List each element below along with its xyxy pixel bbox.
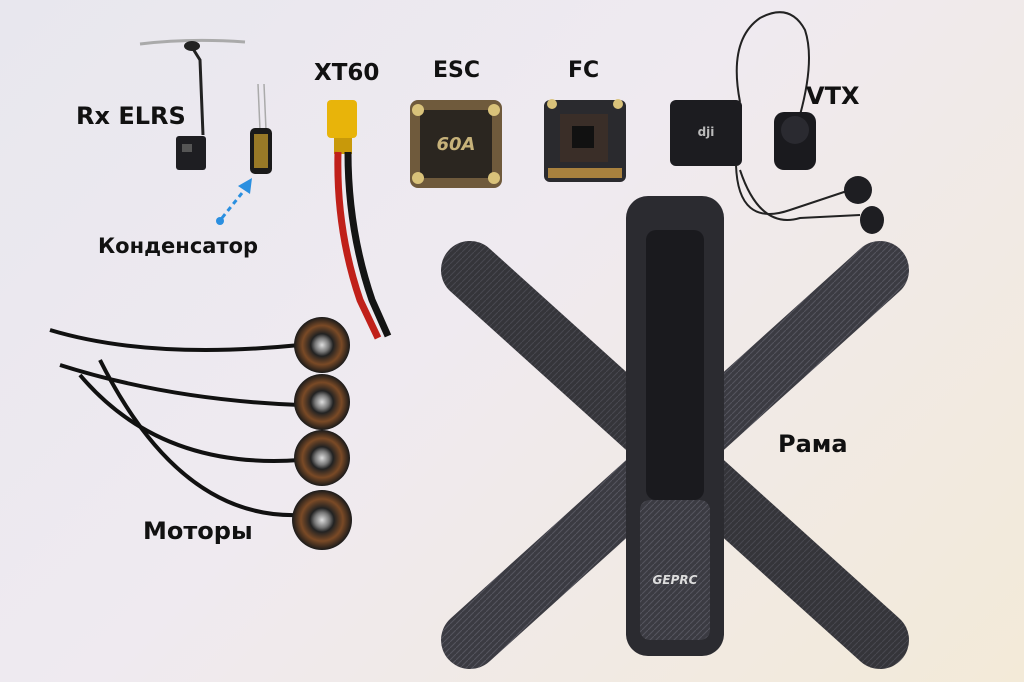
label-motors: Моторы: [143, 517, 253, 545]
motors: [49, 317, 352, 550]
esc-board-print: 60A: [437, 134, 476, 155]
label-rx-elrs: Rx ELRS: [76, 102, 186, 130]
capacitor: [250, 83, 272, 174]
label-fc: FC: [568, 58, 600, 83]
vtx-unit: dji: [670, 11, 884, 234]
capacitor-arrow: [216, 178, 252, 225]
label-esc: ESC: [433, 58, 481, 83]
label-xt60: XT60: [314, 60, 380, 86]
xt60-connector: [327, 100, 392, 340]
fc-board: [544, 99, 626, 182]
frame-logo: GEPRC: [653, 573, 698, 587]
label-frame: Рама: [778, 430, 848, 458]
rx-receiver: [139, 38, 246, 170]
label-vtx: VTX: [806, 82, 860, 110]
label-capacitor: Конденсатор: [98, 234, 259, 258]
esc-board: 60A: [410, 100, 502, 188]
frame: GEPRC: [441, 196, 909, 669]
vtx-dji-logo: dji: [698, 125, 715, 139]
